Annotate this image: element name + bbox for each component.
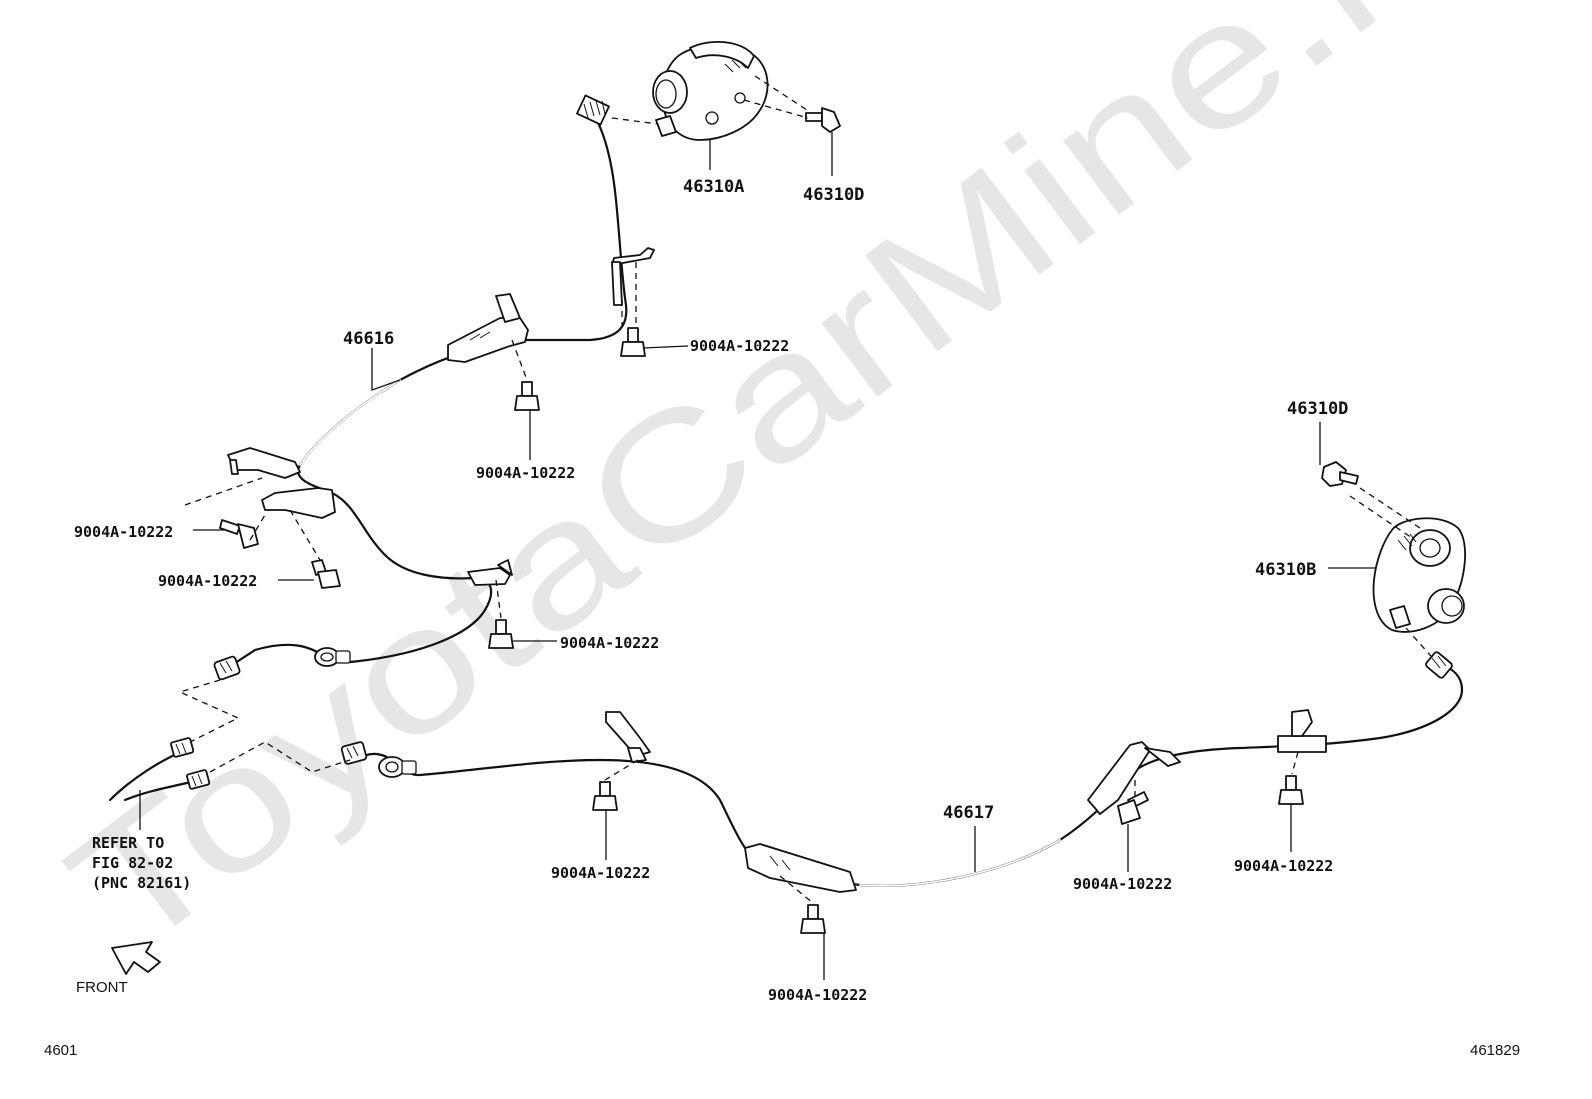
clip-rear-4 — [1277, 709, 1327, 753]
label-bolt-rear-4: 9004A-10222 — [1234, 857, 1333, 875]
front-label: FRONT — [76, 979, 128, 996]
bolt-icon-rear-1 — [592, 781, 618, 811]
label-46310d-right: 46310D — [1287, 399, 1348, 419]
refer-note-line2: FIG 82-02 — [92, 854, 173, 872]
harness-reference — [108, 737, 211, 802]
connector-right-lower — [1425, 651, 1453, 679]
bracket-upper-mid — [447, 293, 529, 363]
bolt-46310d-upper — [805, 107, 841, 133]
bracket-left — [227, 447, 336, 519]
label-bolt-upper-right: 9004A-10222 — [690, 337, 789, 355]
clip-rear-1 — [605, 711, 651, 763]
label-bolt-rear-1: 9004A-10222 — [551, 864, 650, 882]
bolt-icon-left-2 — [311, 559, 341, 589]
bolt-icon-rear-4 — [1278, 775, 1304, 805]
connector-upper — [576, 94, 610, 126]
label-bolt-rear-3: 9004A-10222 — [1073, 875, 1172, 893]
clip-rear-2 — [744, 843, 857, 893]
watermark: ToyotaCarMine.ru — [36, 0, 1527, 990]
bolt-46310d-right — [1321, 461, 1359, 487]
label-bolt-left-2: 9004A-10222 — [158, 572, 257, 590]
refer-note-line1: REFER TO — [92, 834, 164, 852]
bolt-icon-upper-mid — [514, 381, 540, 411]
bolt-icon-rear-2 — [800, 904, 826, 934]
label-46617: 46617 — [943, 803, 994, 823]
label-bolt-upper-mid: 9004A-10222 — [476, 464, 575, 482]
grommet-rear — [378, 756, 417, 778]
grommet-front — [314, 647, 351, 667]
front-arrow-icon — [111, 941, 161, 975]
label-46310b: 46310B — [1255, 560, 1316, 580]
actuator-46310b — [1372, 517, 1467, 633]
label-46310d-upper: 46310D — [803, 185, 864, 205]
cable-46616 — [213, 94, 628, 681]
label-bolt-left-1: 9004A-10222 — [74, 523, 173, 541]
corner-code-right: 461829 — [1470, 1042, 1520, 1059]
connector-left-upper — [213, 655, 241, 681]
bracket-upper-right — [611, 247, 655, 306]
label-bolt-rear-2: 9004A-10222 — [768, 986, 867, 1004]
cable-46617 — [340, 651, 1464, 887]
bolt-icon-upper-right — [620, 327, 646, 357]
bolt-icon-rear-3 — [1117, 791, 1149, 825]
actuator-46310a — [652, 41, 769, 141]
corner-code-left: 4601 — [44, 1042, 77, 1059]
bolt-icon-left-3 — [488, 619, 514, 649]
bolt-icon-left-1 — [219, 519, 259, 549]
label-46310a: 46310A — [683, 177, 744, 197]
clip-left-lower — [467, 559, 513, 586]
connector-left-lower — [340, 741, 368, 765]
label-46616: 46616 — [343, 329, 394, 349]
refer-note-line3: (PNC 82161) — [92, 874, 191, 892]
clip-rear-3 — [1087, 741, 1181, 815]
label-bolt-left-3: 9004A-10222 — [560, 634, 659, 652]
